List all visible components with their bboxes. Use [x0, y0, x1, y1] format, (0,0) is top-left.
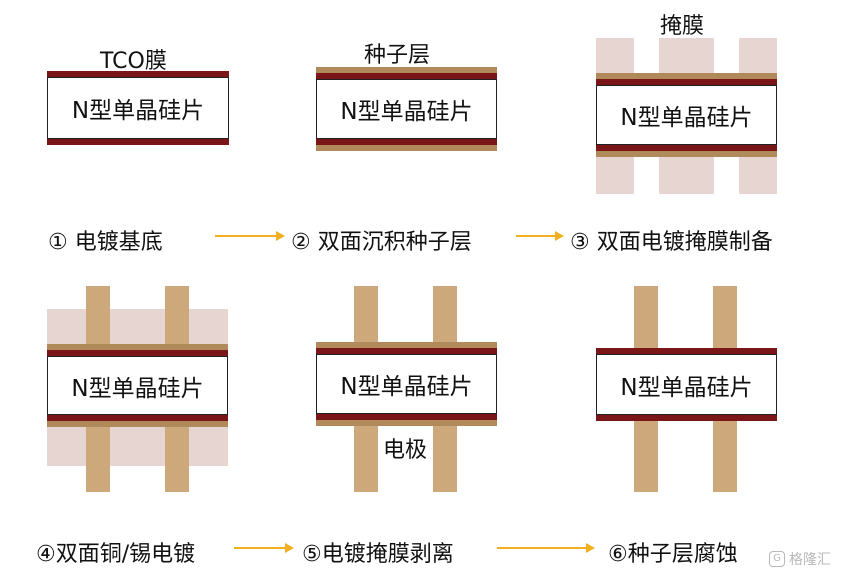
copper-electrode: [86, 286, 110, 344]
electrode-label: 电极: [383, 438, 428, 463]
silicon-wafer: N型单晶硅片: [316, 79, 497, 139]
seed-layer-top: [316, 67, 497, 73]
flow-arrow: [516, 229, 564, 243]
copper-electrode: [165, 427, 189, 492]
copper-electrode: [634, 286, 658, 348]
arrow-head-icon: [555, 231, 564, 241]
seed-layer-top: [316, 342, 497, 348]
arrow-line: [516, 235, 556, 237]
silicon-wafer: N型单晶硅片: [47, 356, 228, 415]
tco-layer-bottom: [596, 415, 777, 421]
seed-layer-label: 种子层: [364, 43, 431, 68]
copper-electrode: [433, 426, 457, 492]
flow-arrow: [497, 541, 595, 555]
step-1-caption: ① 电镀基底: [48, 230, 163, 255]
mask-block: [739, 157, 777, 194]
watermark: G 格隆汇: [769, 549, 831, 569]
copper-electrode: [713, 421, 737, 492]
copper-electrode: [86, 427, 110, 492]
copper-electrode: [354, 426, 378, 492]
mask-block: [596, 38, 634, 73]
tco-layer-top: [47, 71, 229, 77]
step-5-caption: ⑤电镀掩膜剥离: [302, 542, 454, 567]
tco-film-label: TCO膜: [100, 49, 167, 74]
seed-layer-top: [47, 344, 228, 350]
arrow-head-icon: [276, 231, 285, 241]
tco-layer-bottom: [316, 414, 497, 420]
seed-layer-bottom: [316, 420, 497, 426]
seed-layer-bottom: [47, 421, 228, 427]
mask-block: [659, 38, 714, 73]
mask-block: [110, 427, 165, 466]
mask-block: [189, 427, 228, 466]
mask-block: [659, 157, 714, 194]
arrow-line: [497, 547, 587, 549]
seed-layer-bottom: [316, 145, 497, 151]
copper-electrode: [165, 286, 189, 344]
arrow-head-icon: [586, 543, 595, 553]
copper-electrode: [354, 286, 378, 342]
tco-layer-top: [47, 350, 228, 356]
step-4-caption: ④双面铜/锡电镀: [36, 542, 196, 567]
arrow-line: [215, 235, 277, 237]
arrow-line: [234, 547, 286, 549]
flow-arrow: [215, 229, 285, 243]
copper-electrode: [634, 421, 658, 492]
watermark-text: 格隆汇: [789, 552, 831, 568]
tco-layer-top: [596, 79, 777, 85]
mask-block: [110, 309, 165, 344]
step-6-caption: ⑥种子层腐蚀: [608, 542, 738, 567]
flow-arrow: [234, 541, 294, 555]
logo-icon: G: [769, 551, 785, 567]
silicon-wafer: N型单晶硅片: [596, 354, 777, 415]
mask-block: [47, 427, 86, 466]
seed-layer-top: [596, 73, 777, 79]
silicon-wafer: N型单晶硅片: [47, 77, 229, 139]
tco-layer-bottom: [316, 139, 497, 145]
mask-block: [189, 309, 228, 344]
mask-block: [47, 309, 86, 344]
tco-layer-bottom: [47, 139, 229, 145]
mask-block: [596, 157, 634, 194]
silicon-wafer: N型单晶硅片: [596, 85, 777, 145]
silicon-wafer: N型单晶硅片: [316, 354, 497, 414]
mask-block: [739, 38, 777, 73]
tco-layer-bottom: [596, 145, 777, 151]
copper-electrode: [433, 286, 457, 342]
arrow-head-icon: [285, 543, 294, 553]
copper-electrode: [713, 286, 737, 348]
step-3-caption: ③ 双面电镀掩膜制备: [570, 230, 773, 255]
tco-layer-bottom: [47, 415, 228, 421]
tco-layer-top: [316, 348, 497, 354]
tco-layer-top: [596, 348, 777, 354]
tco-layer-top: [316, 73, 497, 79]
mask-label: 掩膜: [660, 14, 705, 39]
seed-layer-bottom: [596, 151, 777, 157]
step-2-caption: ② 双面沉积种子层: [291, 230, 472, 255]
